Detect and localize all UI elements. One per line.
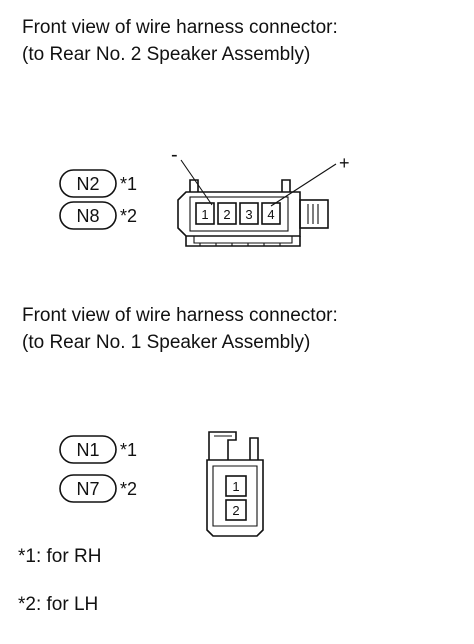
section2-caption-line1: Front view of wire harness connector: xyxy=(22,305,338,326)
connector-lock-tab xyxy=(208,431,237,460)
pin-cavity-2 xyxy=(217,202,237,225)
connector-top-tab xyxy=(189,179,199,192)
connector-code-label: N2 xyxy=(76,174,99,194)
connector-code-label: N1 xyxy=(76,440,99,460)
section1-caption: Front view of wire harness connector: (t… xyxy=(22,14,338,68)
connector-code-note: *2 xyxy=(120,206,137,226)
connector-top-tab xyxy=(281,179,291,192)
two-pin-connector: 1 2 xyxy=(206,431,264,537)
pin-cavity-3 xyxy=(239,202,259,225)
minus-label: - xyxy=(171,144,178,166)
connector-latch xyxy=(299,199,329,229)
connector-code-pill xyxy=(59,435,117,464)
connector-inner-frame xyxy=(189,196,289,232)
pin-cavity-1 xyxy=(225,475,247,497)
connector-code-pill xyxy=(59,474,117,503)
section2-caption: Front view of wire harness connector: (t… xyxy=(22,302,338,356)
pin-cavity-1 xyxy=(195,202,215,225)
minus-leader-line xyxy=(180,159,213,206)
pin-number: 4 xyxy=(267,207,274,222)
connector-code-note: *2 xyxy=(120,479,137,499)
pin-number: 2 xyxy=(232,503,239,518)
connector-code-label: N8 xyxy=(76,206,99,226)
connector-rib-inner xyxy=(193,236,293,244)
connector-code-n7: N7 *2 xyxy=(59,474,137,503)
connector-code-n2: N2 *1 xyxy=(59,169,137,198)
connector-housing xyxy=(206,459,264,537)
connector-code-pill xyxy=(59,201,117,230)
section1-caption-line2: (to Rear No. 2 Speaker Assembly) xyxy=(22,44,311,65)
pin-number: 2 xyxy=(223,207,230,222)
connector-code-note: *1 xyxy=(120,174,137,194)
section2-caption-line2: (to Rear No. 1 Speaker Assembly) xyxy=(22,332,311,353)
section1-caption-line1: Front view of wire harness connector: xyxy=(22,17,338,38)
plus-leader-line xyxy=(270,163,337,207)
connector-code-pill xyxy=(59,169,117,198)
connector-inner-frame xyxy=(212,465,258,527)
connector-top-post xyxy=(249,437,259,460)
pin-number: 1 xyxy=(232,479,239,494)
pin-number: 1 xyxy=(201,207,208,222)
four-pin-connector: 1 2 3 4 - + xyxy=(171,144,350,247)
footnote-rh: *1: for RH xyxy=(18,546,102,567)
connector-bottom-rib xyxy=(185,236,301,247)
footnote-lh: *2: for LH xyxy=(18,594,99,615)
connector-code-label: N7 xyxy=(76,479,99,499)
plus-label: + xyxy=(339,153,350,173)
pin-cavity-2 xyxy=(225,499,247,521)
connector-code-n1: N1 *1 xyxy=(59,435,137,464)
connector-code-note: *1 xyxy=(120,440,137,460)
connector-code-n8: N8 *2 xyxy=(59,201,137,230)
pin-cavity-4 xyxy=(261,202,281,225)
pin-number: 3 xyxy=(245,207,252,222)
